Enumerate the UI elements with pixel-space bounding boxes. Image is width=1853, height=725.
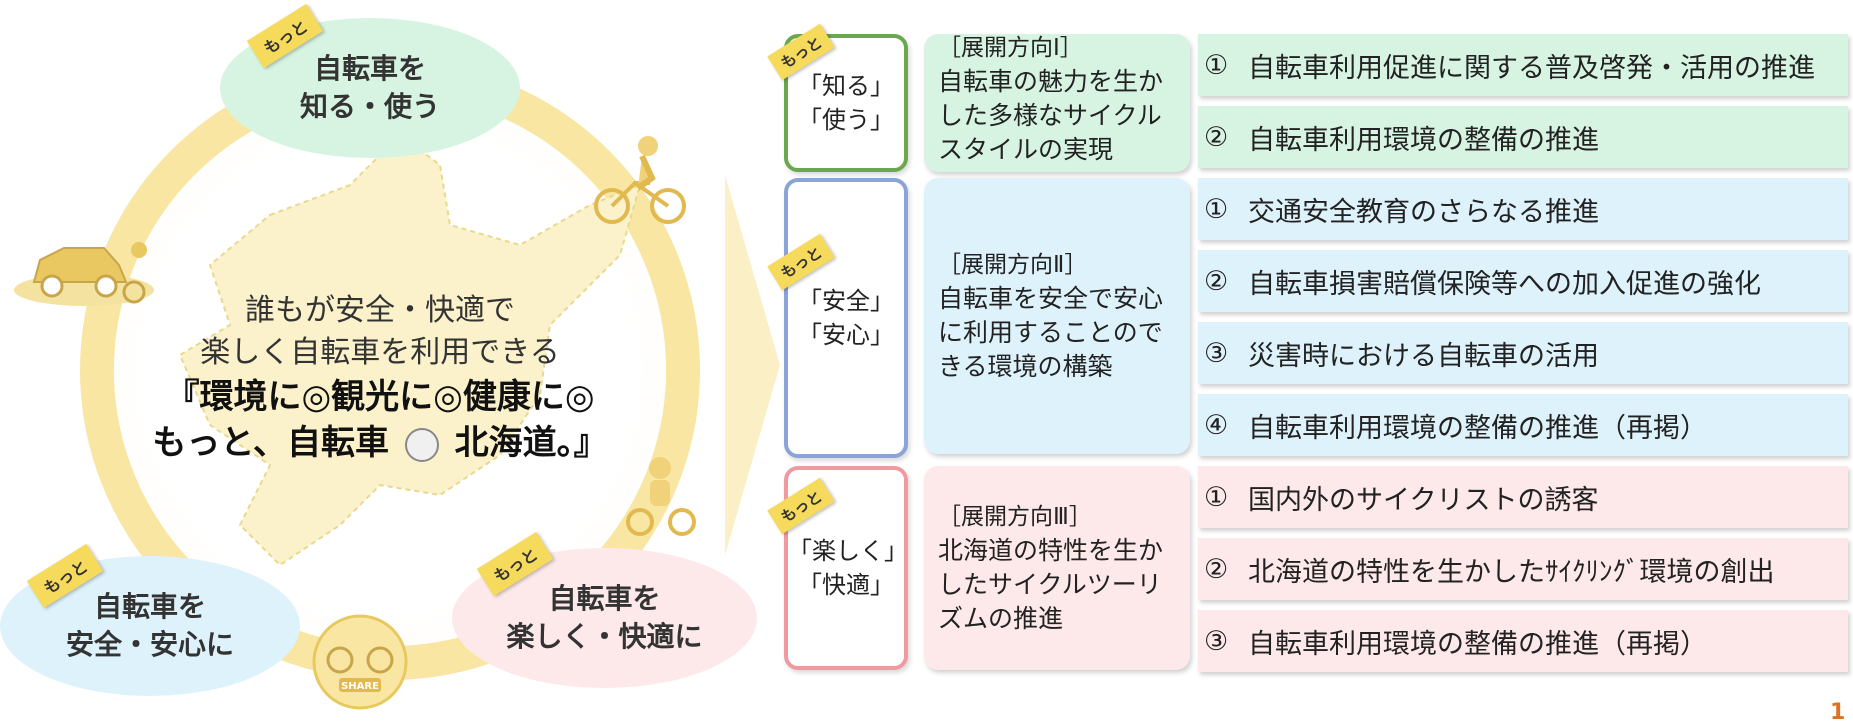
category-line: 「楽しく」: [788, 537, 908, 565]
category-line: 「使う」: [798, 106, 894, 134]
center-line-2: 楽しく自転車を利用できる: [200, 335, 560, 370]
direction-line: に利用することので: [938, 318, 1163, 347]
measure-item: ② 北海道の特性を生かしたｻｲｸﾘﾝｸﾞ環境の創出: [1198, 538, 1848, 600]
page-number: 1: [1830, 700, 1846, 725]
badge-icon: [404, 427, 439, 462]
category-line: 「知る」: [798, 72, 894, 100]
slogan-line-1: 『環境に◎観光に◎健康に◎: [165, 377, 595, 417]
category-line: 「快適」: [798, 571, 894, 599]
category-safe-secure: 「安全」 「安心」: [784, 178, 908, 458]
slogan-line-2b: 北海道。』: [454, 423, 608, 463]
category-line: 「安心」: [798, 321, 894, 349]
item-number: ②: [1204, 553, 1229, 585]
item-text: 国内外のサイクリストの誘客: [1248, 484, 1599, 516]
category-line: 「安全」: [798, 287, 894, 315]
bubble-safe-line1: 自転車を: [93, 590, 206, 623]
measure-item: ② 自転車損害賠償保険等への加入促進の強化: [1198, 250, 1848, 312]
center-slogan: 誰もが安全・快適で 楽しく自転車を利用できる 『環境に◎観光に◎健康に◎ もっと…: [120, 290, 640, 466]
hokkaido-map-illustration: [178, 133, 642, 567]
item-number: ③: [1204, 337, 1229, 369]
direction-1: ［展開方向Ⅰ］ 自転車の魅力を生か した多様なサイクル スタイルの実現: [924, 34, 1190, 172]
svg-text:SHARE: SHARE: [341, 681, 379, 692]
measure-item: ③ 自転車利用環境の整備の推進（再掲）: [1198, 610, 1848, 672]
item-number: ①: [1204, 193, 1229, 225]
item-number: ①: [1204, 481, 1229, 513]
measure-item: ④ 自転車利用環境の整備の推進（再掲）: [1198, 394, 1848, 456]
item-number: ③: [1204, 625, 1229, 657]
bubble-fun-line2: 楽しく・快適に: [506, 620, 703, 653]
direction-line: 北海道の特性を生か: [938, 536, 1164, 565]
direction-heading: ［展開方向Ⅲ］: [938, 504, 1092, 530]
direction-line: スタイルの実現: [938, 135, 1114, 164]
bubble-know-line2: 知る・使う: [299, 90, 440, 123]
car-and-cyclist-illustration: [14, 242, 154, 306]
item-text: 自転車利用環境の整備の推進（再掲）: [1248, 628, 1707, 660]
child-cyclist-illustration: [626, 457, 696, 536]
category-know-use: 「知る」 「使う」: [784, 34, 908, 172]
direction-heading: ［展開方向Ⅰ］: [938, 35, 1083, 61]
item-number: ②: [1204, 121, 1229, 153]
bubble-safe-line2: 安全・安心に: [65, 628, 234, 661]
item-text: 自転車利用環境の整備の推進（再掲）: [1248, 412, 1707, 444]
direction-line: きる環境の構築: [938, 352, 1113, 381]
item-text: 自転車利用促進に関する普及啓発・活用の推進: [1248, 52, 1815, 84]
direction-line: した多様なサイクル: [938, 101, 1162, 130]
direction-heading: ［展開方向Ⅱ］: [938, 252, 1088, 278]
slogan-line-2a: もっと、自転車: [152, 423, 389, 463]
measure-item: ① 自転車利用促進に関する普及啓発・活用の推進: [1198, 34, 1848, 96]
bubble-fun-line1: 自転車を: [548, 582, 661, 615]
item-number: ④: [1204, 409, 1229, 441]
measure-item: ② 自転車利用環境の整備の推進: [1198, 106, 1848, 168]
measure-item: ③ 災害時における自転車の活用: [1198, 322, 1848, 384]
flow-arrow-icon: [725, 175, 780, 555]
direction-2: ［展開方向Ⅱ］ 自転車を安全で安心 に利用することので きる環境の構築: [924, 178, 1190, 454]
item-number: ①: [1204, 49, 1229, 81]
item-number: ②: [1204, 265, 1229, 297]
direction-line: 自転車の魅力を生か: [938, 67, 1164, 96]
direction-line: したサイクルツーリ: [938, 570, 1162, 599]
direction-line: 自転車を安全で安心: [938, 284, 1164, 313]
slogan-line-2: もっと、自転車 北海道。』: [120, 420, 640, 466]
item-text: 交通安全教育のさらなる推進: [1248, 196, 1599, 228]
cycle-diagram: SHARE 自転車を 知る・使う 自転車を 安全・安心に 自転車を 楽しく・快適…: [0, 0, 760, 722]
item-text: 災害時における自転車の活用: [1248, 340, 1599, 372]
item-text: 北海道の特性を生かしたｻｲｸﾘﾝｸﾞ環境の創出: [1248, 556, 1775, 588]
measure-item: ① 国内外のサイクリストの誘客: [1198, 466, 1848, 528]
bubble-know-line1: 自転車を: [313, 52, 426, 85]
direction-line: ズムの推進: [938, 604, 1064, 633]
center-line-1: 誰もが安全・快適で: [245, 293, 515, 328]
direction-3: ［展開方向Ⅲ］ 北海道の特性を生か したサイクルツーリ ズムの推進: [924, 466, 1190, 670]
item-text: 自転車損害賠償保険等への加入促進の強化: [1248, 268, 1761, 300]
measure-item: ① 交通安全教育のさらなる推進: [1198, 178, 1848, 240]
bike-share-illustration: SHARE: [312, 614, 408, 710]
cyclist-illustration: [594, 136, 686, 224]
item-text: 自転車利用環境の整備の推進: [1248, 124, 1599, 156]
